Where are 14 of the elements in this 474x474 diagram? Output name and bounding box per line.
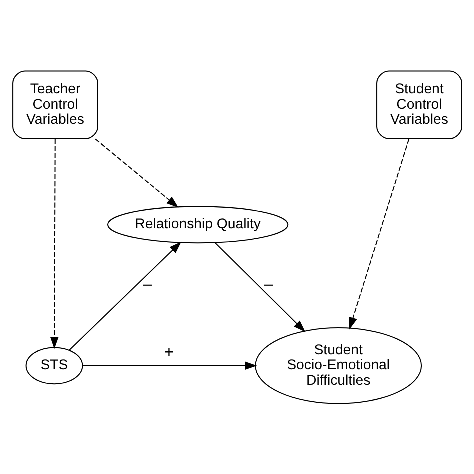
arrow — [94, 138, 178, 208]
node-ellipse: Relationship Quality — [107, 206, 288, 244]
arrow — [82, 361, 257, 370]
arrow — [50, 138, 58, 349]
edge-label: – — [142, 274, 152, 293]
node-ellipse: Student Socio-Emotional Difficulties — [254, 327, 422, 404]
edge-label: + — [164, 343, 174, 362]
edge-label: – — [264, 274, 273, 293]
arrow — [348, 138, 410, 330]
node-ellipse: STS — [25, 346, 83, 384]
node-box: Student Control Variables — [376, 70, 462, 139]
node-box: Teacher Control Variables — [12, 70, 98, 139]
arrow — [214, 242, 306, 332]
arrow — [68, 241, 182, 350]
